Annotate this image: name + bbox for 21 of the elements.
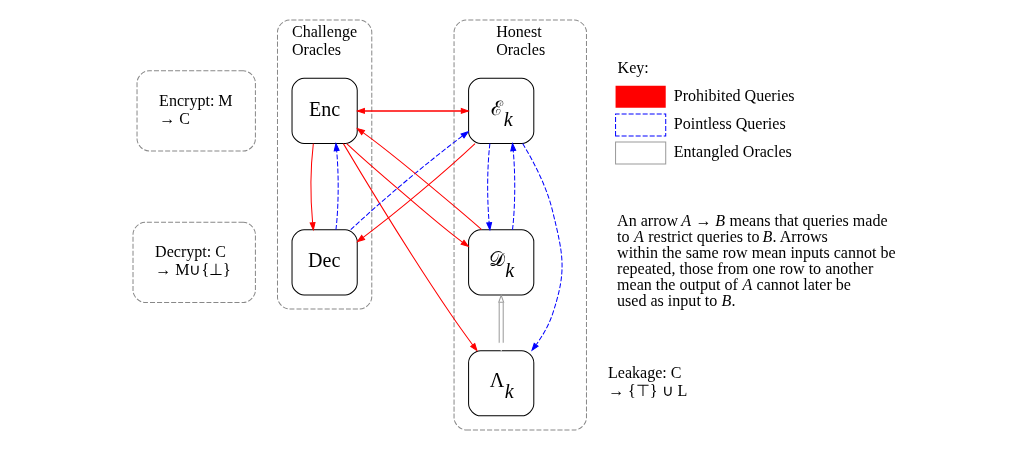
arrow — [510, 143, 517, 231]
arrow — [498, 294, 505, 351]
label: An arrow A → B means that queries made to A restrict queries to B. Arrows within the same row mean inputs cannot be repeated, those from one row to another mean the output of A cannot later be used as input to B. — [617, 212, 896, 310]
arrow — [350, 131, 469, 231]
node-box: Dec — [291, 229, 358, 296]
label: Leakage: C → {⊤} ∪ L — [608, 364, 688, 400]
label: Key: — [617, 58, 649, 76]
arrow — [342, 143, 478, 352]
arrow — [522, 143, 563, 351]
node-box: Encrypt: M → C — [136, 70, 256, 152]
arrow — [356, 128, 483, 231]
arrow — [486, 143, 493, 231]
arrow — [309, 143, 316, 231]
arrow — [333, 143, 340, 231]
node-box: Enc — [291, 77, 358, 144]
arrow — [357, 143, 476, 243]
legend-label: Prohibited Queries — [673, 86, 795, 104]
legend-label: Pointless Queries — [673, 114, 786, 132]
node-box: Decrypt: C → M∪{⊥} — [132, 221, 256, 303]
arrow — [346, 143, 469, 247]
legend-label: Entangled Oracles — [673, 142, 792, 160]
